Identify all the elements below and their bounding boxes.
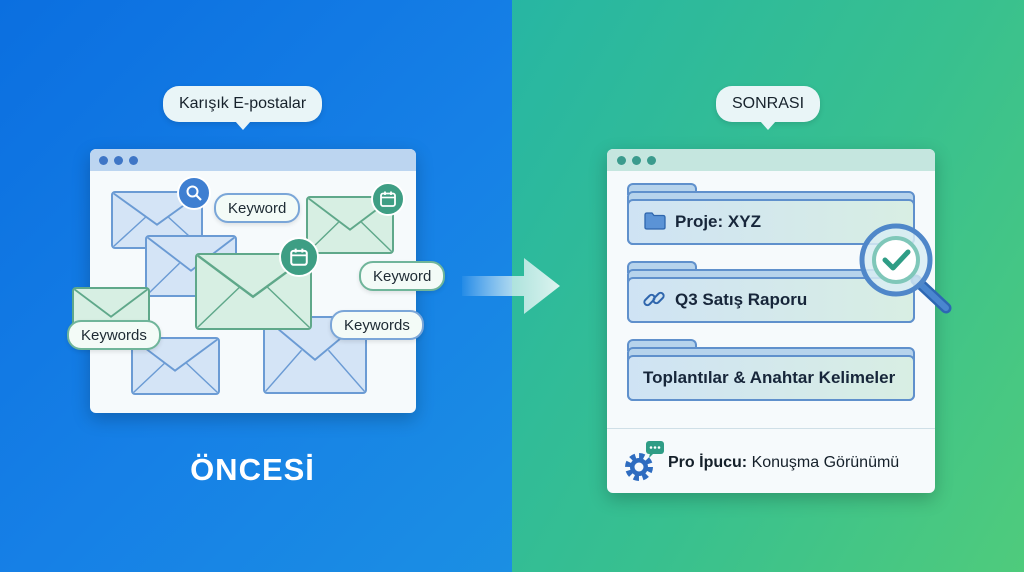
pro-tip-value: Konuşma Görünümü <box>751 454 900 471</box>
pro-tip-row: Pro İpucu: Konuşma Görünümü <box>607 428 935 495</box>
folder-label: Toplantılar & Anahtar Kelimeler <box>643 368 896 387</box>
calendar-icon <box>371 182 405 216</box>
keyword-chip: Keywords <box>67 320 161 350</box>
folder-icon <box>644 212 666 230</box>
pro-tip-text: Pro İpucu: Konuşma Görünümü <box>668 454 899 472</box>
window-dot <box>129 156 138 165</box>
folder-front <box>627 199 915 245</box>
pro-tip-label: Pro İpucu: <box>668 454 748 471</box>
folder-front <box>627 277 915 323</box>
envelope-icon <box>195 253 312 330</box>
search-icon <box>177 176 211 210</box>
after-window-titlebar <box>607 149 935 171</box>
folder-toplantilar[interactable]: Toplantılar & Anahtar Kelimeler <box>627 339 915 401</box>
window-dot <box>632 156 641 165</box>
window-dot <box>647 156 656 165</box>
window-dot <box>617 156 626 165</box>
keyword-chip: Keyword <box>214 193 301 223</box>
folder-label: Q3 Satış Raporu <box>675 290 808 309</box>
window-dot <box>114 156 123 165</box>
window-dot <box>99 156 108 165</box>
keyword-chip: Keyword <box>359 261 446 291</box>
before-bubble: Karışık E-postalar <box>163 86 323 130</box>
arrow-right-icon <box>462 258 560 314</box>
calendar-icon <box>279 237 319 277</box>
before-caption: ÖNCESİ <box>190 452 315 487</box>
link-icon <box>643 291 665 307</box>
keyword-chip: Keywords <box>330 310 424 340</box>
folder-front <box>627 355 915 401</box>
after-bubble: SONRASI <box>716 86 821 130</box>
folder-label: Proje: XYZ <box>675 212 761 231</box>
folder-proje-xyz[interactable]: Proje: XYZ <box>627 183 915 245</box>
before-window-titlebar <box>90 149 416 171</box>
magnifier-check-icon <box>859 223 952 314</box>
gear-chat-icon <box>625 441 664 481</box>
